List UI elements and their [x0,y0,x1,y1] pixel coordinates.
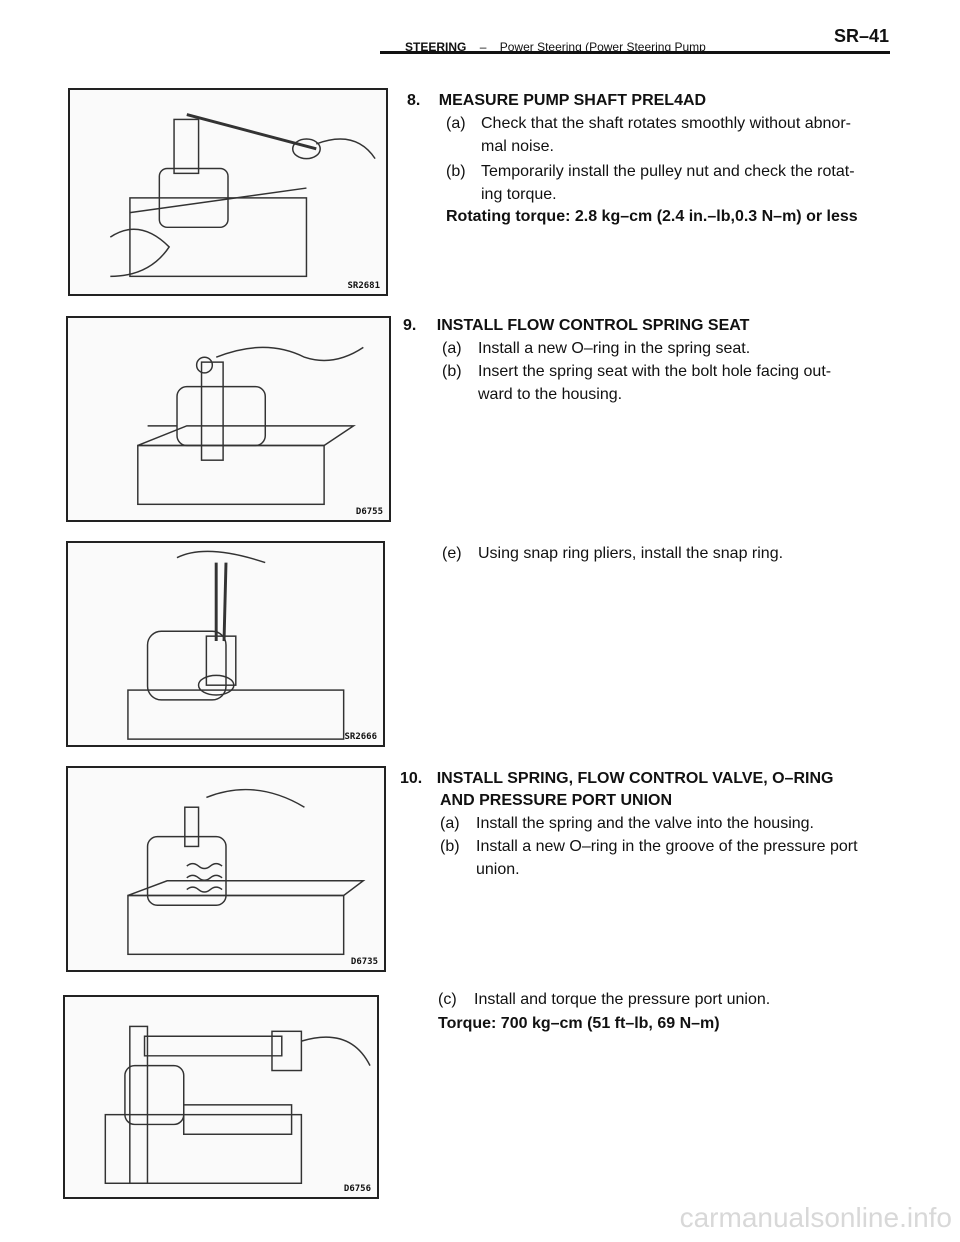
illustration-torque-wrench-on-pump [109,113,376,278]
figure-code: SR2681 [347,281,380,291]
figure-pressure-port-union: D6756 [63,995,379,1199]
figure-code: D6735 [350,957,378,967]
text-line: Check that the shaft rotates smoothly wi… [481,115,851,132]
step-9-heading: 9. INSTALL FLOW CONTROL SPRING SEAT [403,317,749,335]
substep-label: (b) [442,363,462,380]
substep-text: Using snap ring pliers, install the snap… [478,545,784,562]
text-line: Temporarily install the pulley nut and c… [481,163,855,180]
step-number: 8. [407,92,421,109]
text-line: Insert the spring seat with the bolt hol… [478,363,832,380]
spec-rotating-torque: Rotating torque: 2.8 kg–cm (2.4 in.–lb,0… [446,208,858,225]
substep-text: Check that the shaft rotates smoothly wi… [481,112,881,158]
step-8-heading: 8. MEASURE PUMP SHAFT PREL4AD [407,92,706,110]
spec-torque: Torque: 700 kg–cm (51 ft–lb, 69 N–m) [438,1015,720,1032]
text-line: Install a new O–ring in the spring seat. [478,340,751,357]
text-line: Install a new O–ring in the groove of th… [476,838,858,855]
substep-text: Install the spring and the valve into th… [476,812,886,835]
step-number: 9. [403,317,417,334]
substep-label: (b) [446,163,466,180]
page-number: SR–41 [834,26,890,46]
header-subtitle: Power Steering (Power Steering Pump [499,40,706,54]
header-rule [380,51,890,54]
illustration-torque-pressure-port [104,1025,371,1185]
substep-text: Insert the spring seat with the bolt hol… [478,360,883,406]
substep-label: (b) [440,838,460,855]
substep-text: Install a new O–ring in the groove of th… [476,835,886,881]
figure-code: SR2666 [344,732,377,742]
illustration-snap-ring-pliers [127,550,345,740]
step-title: INSTALL SPRING, FLOW CONTROL VALVE, O–RI… [436,770,834,787]
step-10-heading-cont: AND PRESSURE PORT UNION [440,792,673,809]
substep-text: Temporarily install the pulley nut and c… [481,160,881,206]
text-line: Install the spring and the valve into th… [476,815,814,832]
text-line: mal noise. [481,138,554,155]
substep-text: Install a new O–ring in the spring seat. [478,337,883,360]
substep-text: Install and torque the pressure port uni… [474,991,771,1008]
substep-label: (c) [438,991,457,1008]
substep-label: (a) [440,815,460,832]
substep-label: (a) [446,115,466,132]
figure-snap-ring: SR2666 [66,541,385,747]
figure-pump-shaft-preload: SR2681 [68,88,388,296]
figure-spring-seat: D6755 [66,316,391,522]
watermark: carmanualsonline.info [679,1202,952,1233]
step-title: INSTALL FLOW CONTROL SPRING SEAT [436,317,750,334]
substep-label: (e) [442,545,462,562]
step-number: 10. [400,770,423,787]
text-line: ward to the housing. [478,386,623,403]
header-separator: – [479,40,487,54]
figure-code: D6756 [343,1184,371,1194]
illustration-valve-and-spring [127,788,366,956]
text-line: union. [476,861,520,878]
text-line: ing torque. [481,186,557,203]
figure-flow-control-valve: D6735 [66,766,386,972]
illustration-spring-seat-install [137,346,364,506]
figure-code: D6755 [355,507,383,517]
step-title: MEASURE PUMP SHAFT PREL4AD [438,92,707,109]
substep-label: (a) [442,340,462,357]
running-header: STEERING – Power Steering (Power Steerin… [405,40,706,54]
step-10-heading: 10. INSTALL SPRING, FLOW CONTROL VALVE, … [400,770,833,788]
header-section: STEERING [405,40,467,54]
